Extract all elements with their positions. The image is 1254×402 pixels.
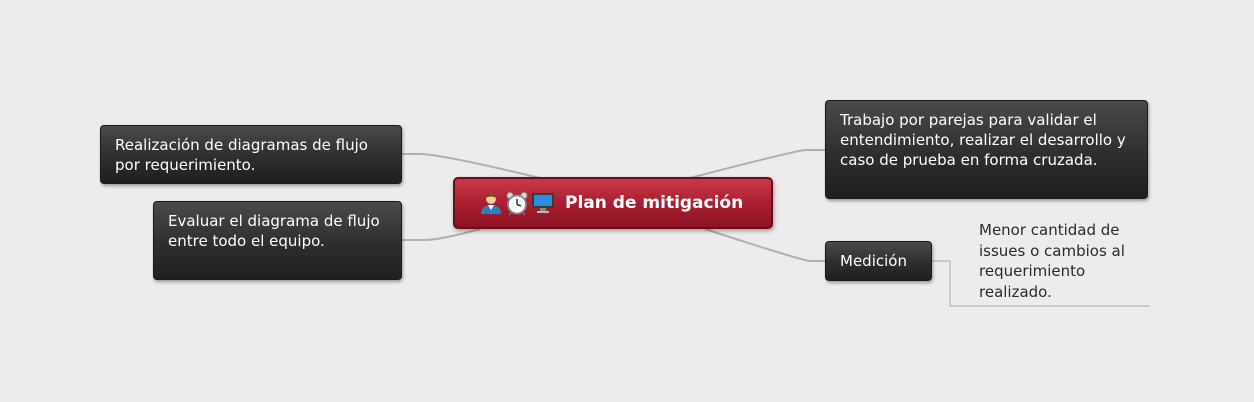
- alarm-clock-icon: [505, 191, 529, 216]
- connector-right-top: [689, 149, 825, 179]
- topic-label: Medición: [840, 252, 907, 270]
- subtopic-menor-cantidad[interactable]: Menor cantidad de issues o cambios al re…: [979, 220, 1154, 302]
- connector-subtopic: [932, 260, 1150, 307]
- topic-medicion[interactable]: Medición: [825, 241, 932, 281]
- topic-label: Evaluar el diagrama de flujo entre todo …: [168, 212, 380, 250]
- central-topic-title: Plan de mitigación: [565, 193, 744, 213]
- topic-evaluar-diagrama[interactable]: Evaluar el diagrama de flujo entre todo …: [153, 201, 402, 280]
- central-topic[interactable]: Plan de mitigación: [453, 177, 773, 229]
- connector-left-bottom: [402, 228, 481, 241]
- topic-diagramas-de-flujo[interactable]: Realización de diagramas de flujo por re…: [100, 125, 402, 184]
- subtopic-label: Menor cantidad de issues o cambios al re…: [979, 221, 1125, 301]
- topic-label: Realización de diagramas de flujo por re…: [115, 136, 368, 174]
- connector-left-top: [402, 153, 541, 179]
- topic-trabajo-por-parejas[interactable]: Trabajo por parejas para validar el ente…: [825, 100, 1148, 199]
- connector-right-bottom: [704, 228, 825, 262]
- topic-label: Trabajo por parejas para validar el ente…: [840, 111, 1126, 169]
- monitor-icon: [531, 191, 555, 215]
- person-icon: [479, 191, 503, 215]
